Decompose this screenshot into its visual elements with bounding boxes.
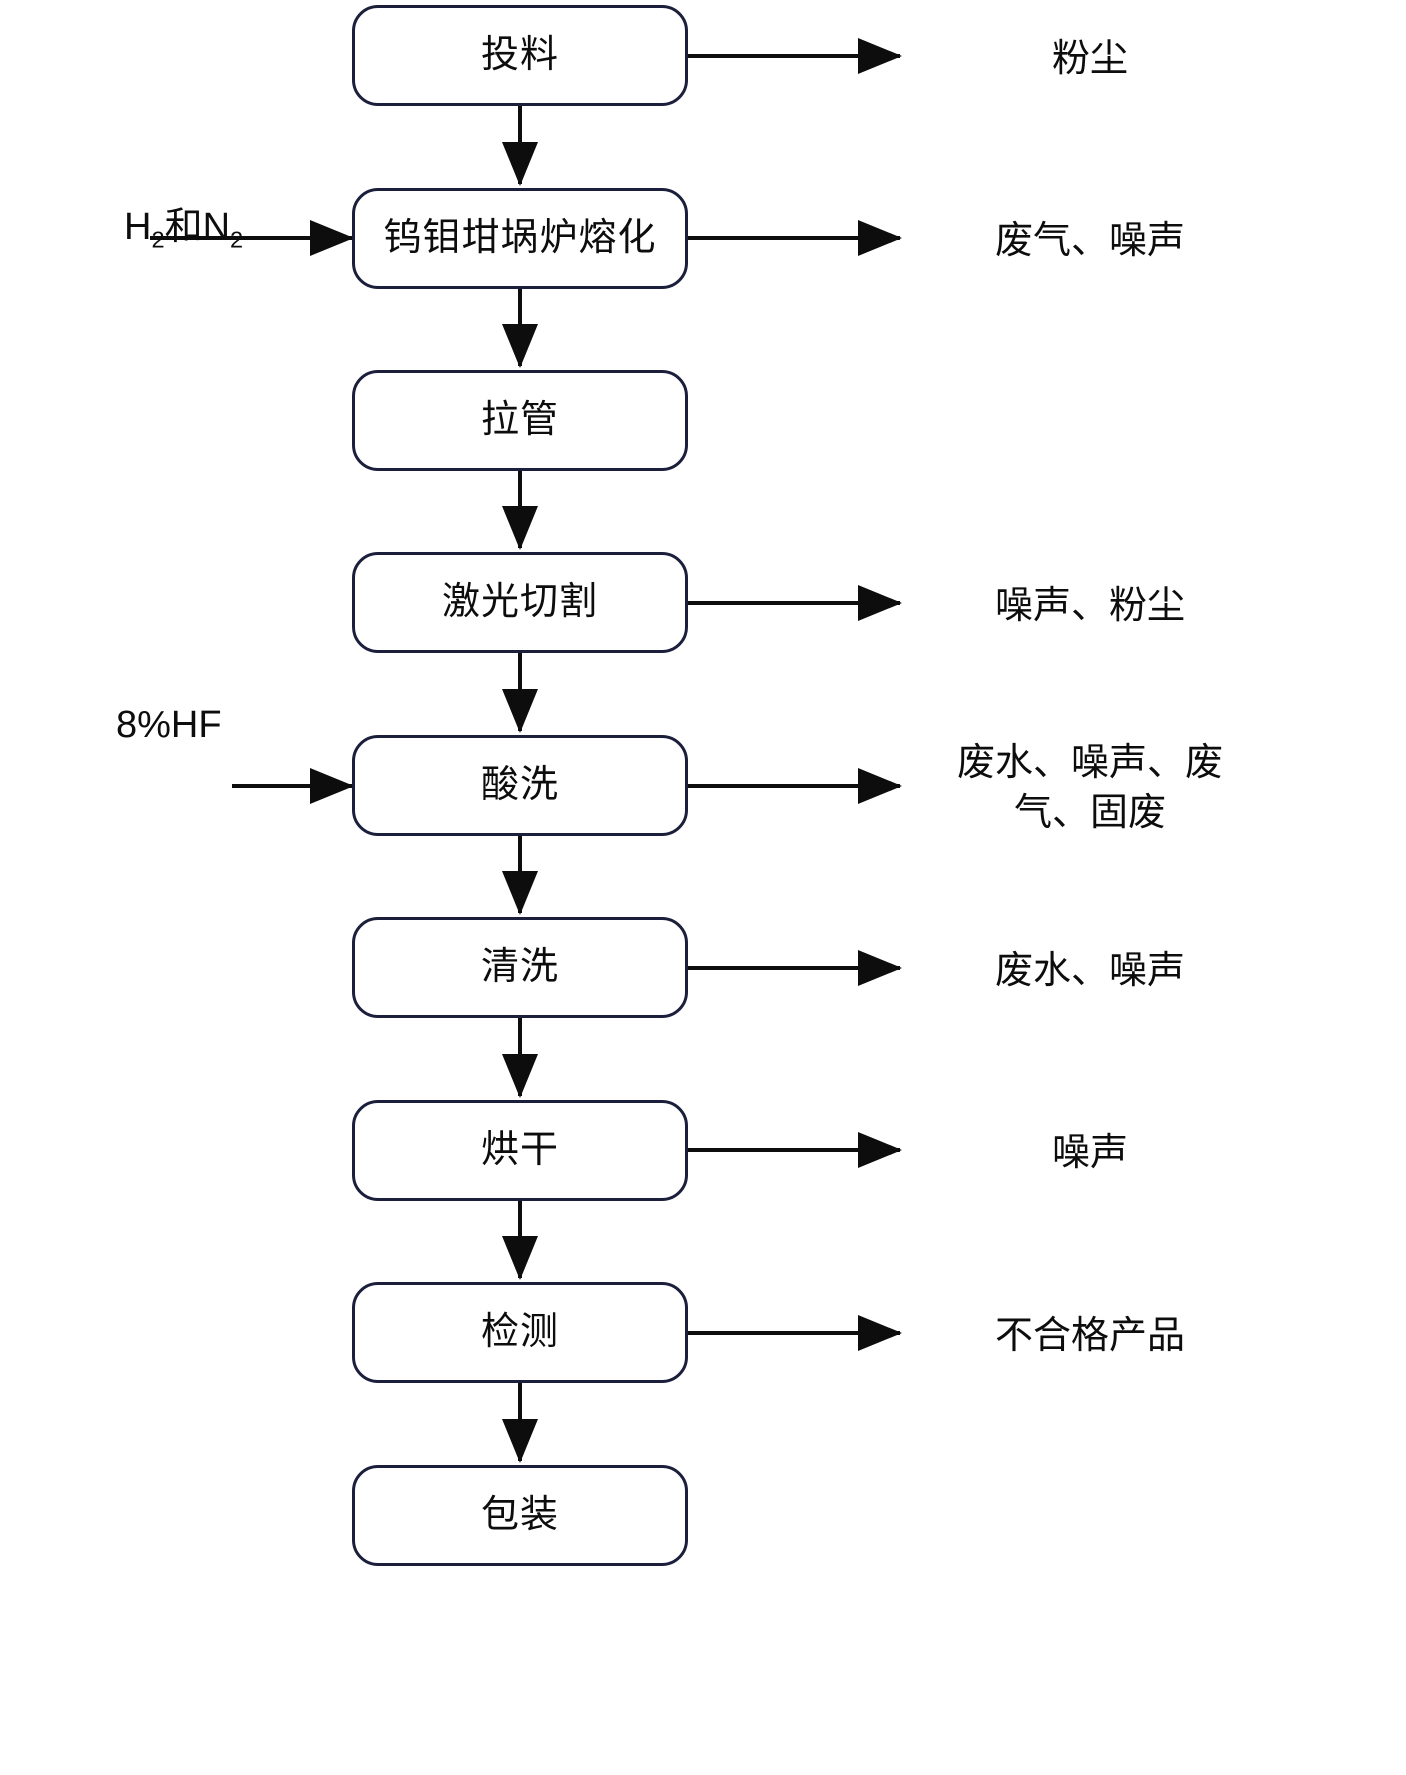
process-node-label: 包装 <box>480 1493 559 1536</box>
process-node-packaging[interactable]: 包装 <box>352 1465 688 1566</box>
output-label-drying: 噪声 <box>1051 1132 1128 1174</box>
input-label-acid: 8%HF <box>116 704 222 746</box>
process-node-label: 激光切割 <box>441 580 598 623</box>
output-label-feeding: 粉尘 <box>1051 38 1128 80</box>
input-label-gas-text: H2和N2 <box>124 206 244 253</box>
process-node-inspect[interactable]: 检测 <box>352 1282 688 1383</box>
output-label-lasercut: 噪声、粉尘 <box>994 585 1185 627</box>
output-label-inspect: 不合格产品 <box>994 1315 1185 1357</box>
process-node-label: 清洗 <box>480 945 559 988</box>
process-node-label: 钨钼坩埚炉熔化 <box>383 216 657 259</box>
output-label-pickling: 废水、噪声、废 气、固废 <box>956 742 1223 835</box>
process-node-label: 酸洗 <box>480 763 559 806</box>
process-node-drawing[interactable]: 拉管 <box>352 370 688 471</box>
process-node-lasercut[interactable]: 激光切割 <box>352 552 688 653</box>
process-node-feeding[interactable]: 投料 <box>352 5 688 106</box>
output-label-melting: 废气、噪声 <box>994 220 1185 262</box>
input-label-gas: H2和N2 <box>124 152 384 252</box>
process-node-label: 投料 <box>480 33 559 76</box>
process-node-drying[interactable]: 烘干 <box>352 1100 688 1201</box>
process-node-label: 检测 <box>480 1310 559 1353</box>
process-node-melting[interactable]: 钨钼坩埚炉熔化 <box>352 188 688 289</box>
process-node-rinsing[interactable]: 清洗 <box>352 917 688 1018</box>
process-node-label: 烘干 <box>480 1128 559 1171</box>
process-node-pickling[interactable]: 酸洗 <box>352 735 688 836</box>
output-label-rinsing: 废水、噪声 <box>994 950 1185 992</box>
process-node-label: 拉管 <box>480 398 559 441</box>
